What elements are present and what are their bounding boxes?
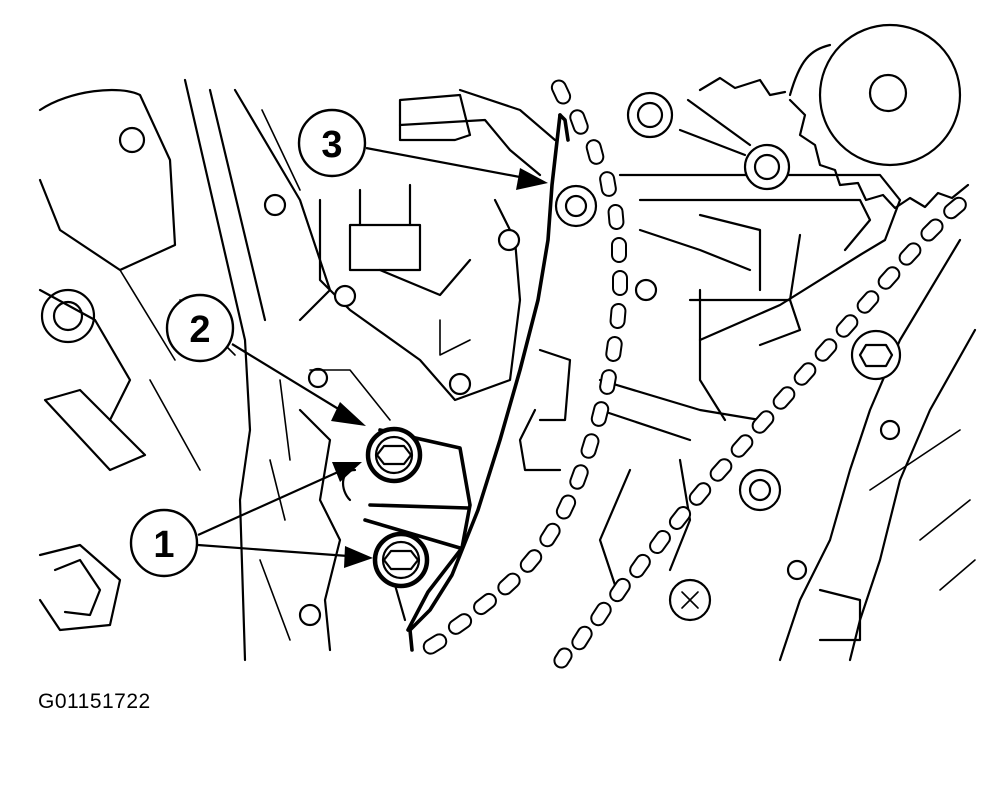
upper-guide-bolt — [365, 426, 423, 484]
leader-lines — [197, 146, 548, 568]
callout-1-label: 1 — [153, 524, 174, 566]
callout-3: 3 — [297, 108, 367, 178]
chain-guide — [342, 113, 598, 652]
callout-2-label: 2 — [189, 309, 210, 351]
timing-chain — [422, 79, 967, 669]
callout-1: 1 — [129, 508, 199, 578]
lower-guide-bolt — [372, 531, 430, 589]
callout-3-label: 3 — [321, 124, 342, 166]
callout-2: 2 — [165, 293, 235, 363]
engine-block-outlines — [38, 23, 977, 662]
figure-id: G01151722 — [38, 690, 151, 713]
guide-bolts — [365, 426, 430, 589]
